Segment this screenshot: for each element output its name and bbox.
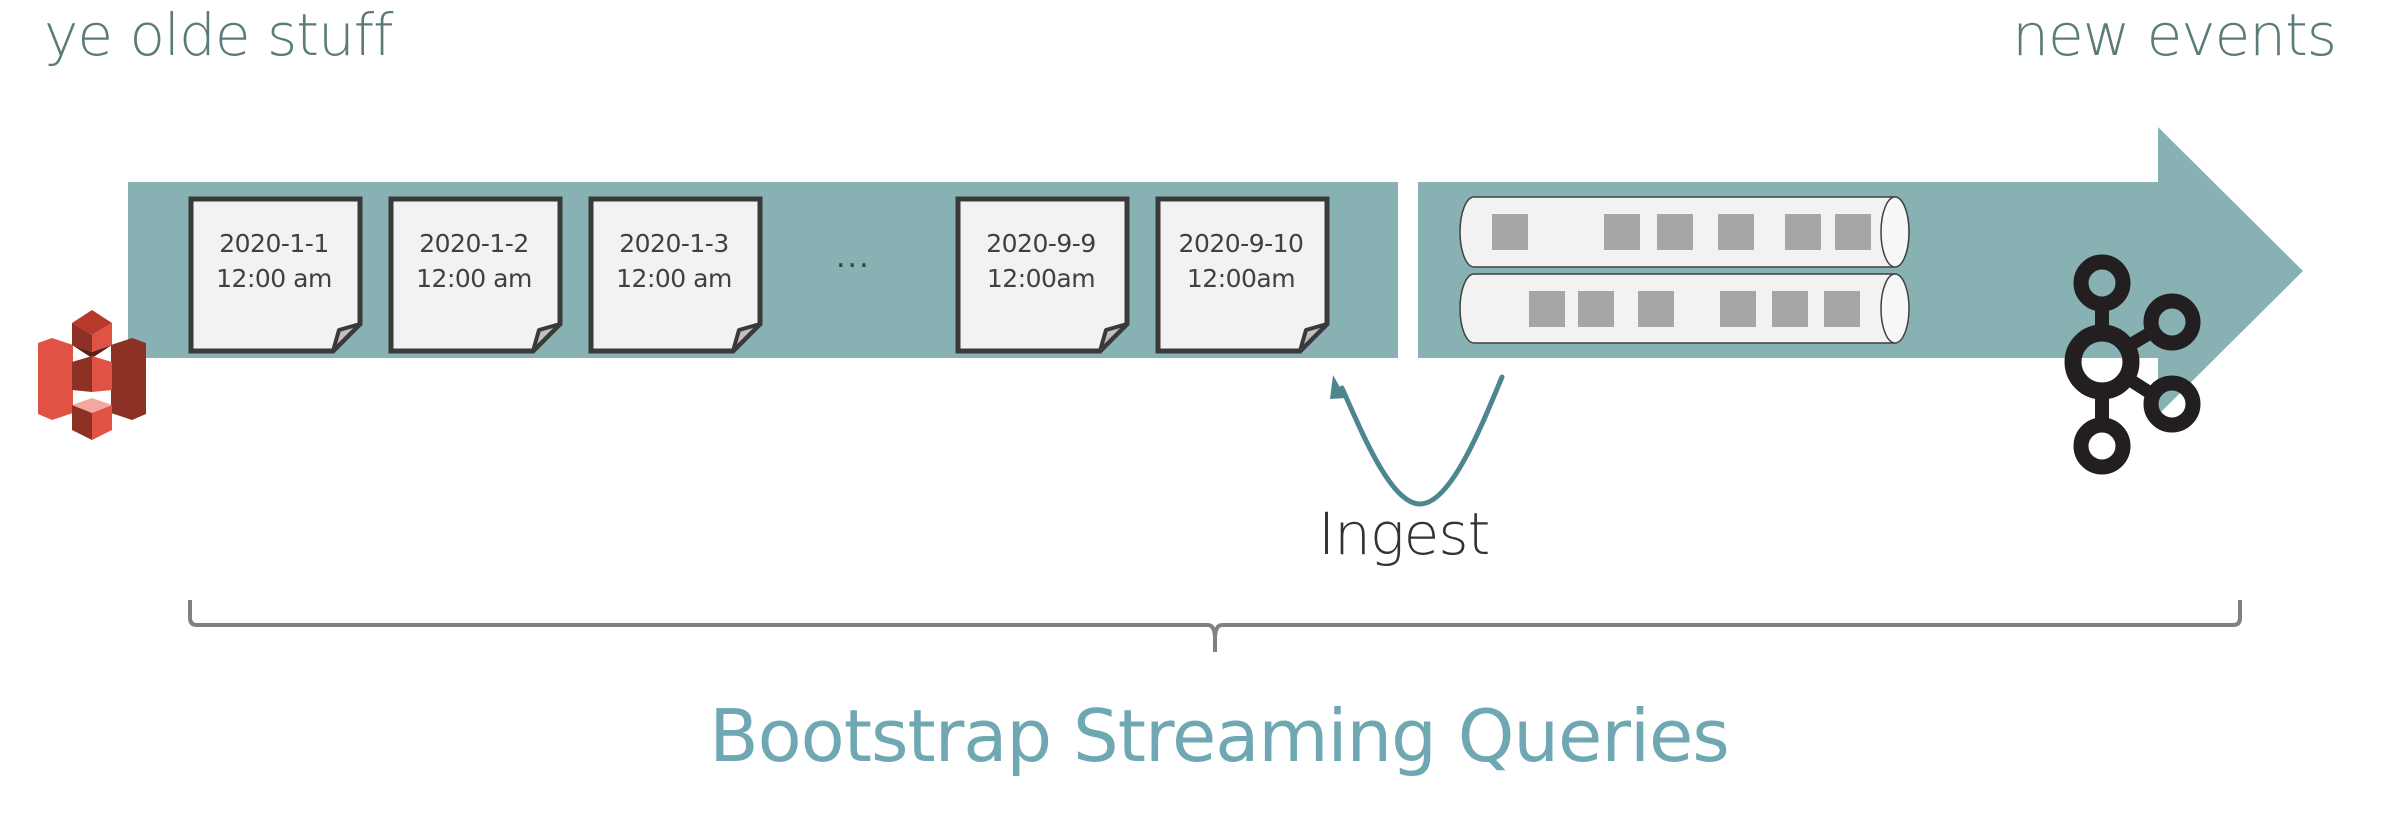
partition-file: 2020-1-2 12:00 am xyxy=(388,196,563,354)
stream-arrow xyxy=(1418,127,2303,415)
file-date: 2020-9-10 xyxy=(1178,229,1304,258)
message-block xyxy=(1638,291,1674,327)
file-date: 2020-9-9 xyxy=(986,229,1096,258)
file-icon xyxy=(588,196,763,354)
bracket xyxy=(188,600,2242,652)
ingest-arrowhead xyxy=(1330,375,1346,399)
message-block xyxy=(1785,214,1821,250)
diagram-title: Bootstrap Streaming Queries xyxy=(709,694,1730,778)
file-date: 2020-1-3 xyxy=(619,229,729,258)
file-icon xyxy=(955,196,1130,354)
message-block xyxy=(1835,214,1871,250)
file-time: 12:00am xyxy=(1186,264,1296,293)
ellipsis: ... xyxy=(836,240,871,275)
aws-s3-icon xyxy=(38,310,146,440)
file-date: 2020-1-2 xyxy=(419,229,529,258)
file-icon xyxy=(188,196,363,354)
new-events-label: new events xyxy=(2012,1,2337,69)
file-date: 2020-1-1 xyxy=(219,229,329,258)
message-block xyxy=(1578,291,1614,327)
message-block xyxy=(1657,214,1693,250)
message-block xyxy=(1718,214,1754,250)
file-time: 12:00am xyxy=(986,264,1096,293)
file-time: 12:00 am xyxy=(416,264,532,293)
message-block xyxy=(1604,214,1640,250)
message-block xyxy=(1772,291,1808,327)
partition-file: 2020-9-9 12:00am xyxy=(955,196,1130,354)
partition-file: 2020-9-10 12:00am xyxy=(1155,196,1330,354)
history-label: ye olde stuff xyxy=(44,1,394,69)
message-block xyxy=(1492,214,1528,250)
message-block xyxy=(1529,291,1565,327)
file-icon xyxy=(388,196,563,354)
file-time: 12:00 am xyxy=(216,264,332,293)
ingest-label: Ingest xyxy=(1318,500,1490,568)
partition-file: 2020-1-3 12:00 am xyxy=(588,196,763,354)
apache-kafka-icon xyxy=(2064,254,2201,475)
partition-file: 2020-1-1 12:00 am xyxy=(188,196,363,354)
message-block xyxy=(1824,291,1860,327)
ingest-arrow xyxy=(1339,374,1505,507)
message-block xyxy=(1720,291,1756,327)
file-icon xyxy=(1155,196,1330,354)
file-time: 12:00 am xyxy=(616,264,732,293)
